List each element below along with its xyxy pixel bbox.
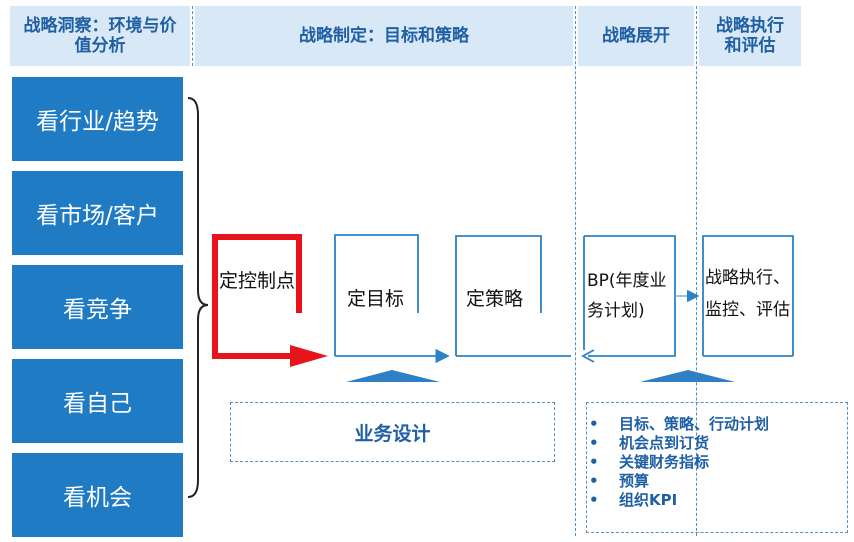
deploy-up-arrow: [640, 370, 735, 382]
strategy-label: 定策略: [466, 288, 524, 310]
left-item-self: 看自己: [12, 359, 183, 443]
deploy-bullet-item: 组织KPI: [587, 491, 847, 510]
left-item-market: 看市场/客户: [12, 171, 183, 255]
left-item-market-label: 看市场/客户: [36, 203, 159, 229]
left-item-competition: 看竞争: [12, 265, 183, 349]
header-formulation-text: 战略制定：目标和策略: [299, 26, 469, 46]
control-point-label: 定控制点: [219, 270, 296, 292]
header-execute: 战略执行和评估: [699, 6, 801, 66]
bp-back-arrow-head: [581, 349, 595, 363]
deploy-bullet-item: 目标、策略、行动计划: [587, 415, 847, 434]
deploy-bullets-box: 目标、策略、行动计划 机会点到订货 关键财务指标 预算 组织KPI: [586, 402, 848, 533]
deploy-bullet-item: 预算: [587, 472, 847, 491]
curly-brace: [187, 97, 209, 498]
deploy-bullet-item: 关键财务指标: [587, 453, 847, 472]
red-arrow-head: [290, 345, 328, 367]
execution-box-outline: [702, 235, 794, 356]
business-design-box: 业务设计: [230, 402, 555, 462]
left-item-industry-label: 看行业/趋势: [36, 109, 159, 135]
divider-3: [696, 6, 697, 536]
divider-2: [575, 6, 576, 536]
left-item-self-label: 看自己: [63, 391, 132, 417]
left-item-industry: 看行业/趋势: [12, 77, 183, 161]
red-control-arrow: [212, 234, 302, 359]
bp-label: BP(年度业务计划): [587, 271, 667, 321]
header-formulation: 战略制定：目标和策略: [195, 6, 573, 66]
goal-box-outline: [334, 234, 419, 356]
left-item-opportunity: 看机会: [12, 453, 183, 537]
divider-1: [192, 6, 193, 66]
header-deploy: 战略展开: [578, 6, 694, 66]
business-design-label: 业务设计: [354, 422, 431, 445]
header-deploy-text: 战略展开: [602, 26, 670, 46]
deploy-bullet-item: 机会点到订货: [587, 434, 847, 453]
header-execute-text: 战略执行和评估: [716, 16, 784, 56]
deploy-bullet-list: 目标、策略、行动计划 机会点到订货 关键财务指标 预算 组织KPI: [587, 415, 847, 510]
goal-label: 定目标: [347, 288, 405, 310]
left-item-opportunity-label: 看机会: [63, 485, 132, 511]
business-design-up-arrow: [346, 370, 440, 382]
strategy-box-outline: [455, 235, 542, 356]
execution-label: 战略执行、监控、评估: [705, 268, 790, 320]
header-insight: 战略洞察：环境与价值分析: [10, 6, 190, 66]
header-insight-text: 战略洞察：环境与价值分析: [23, 16, 177, 56]
left-item-competition-label: 看竞争: [63, 297, 132, 323]
